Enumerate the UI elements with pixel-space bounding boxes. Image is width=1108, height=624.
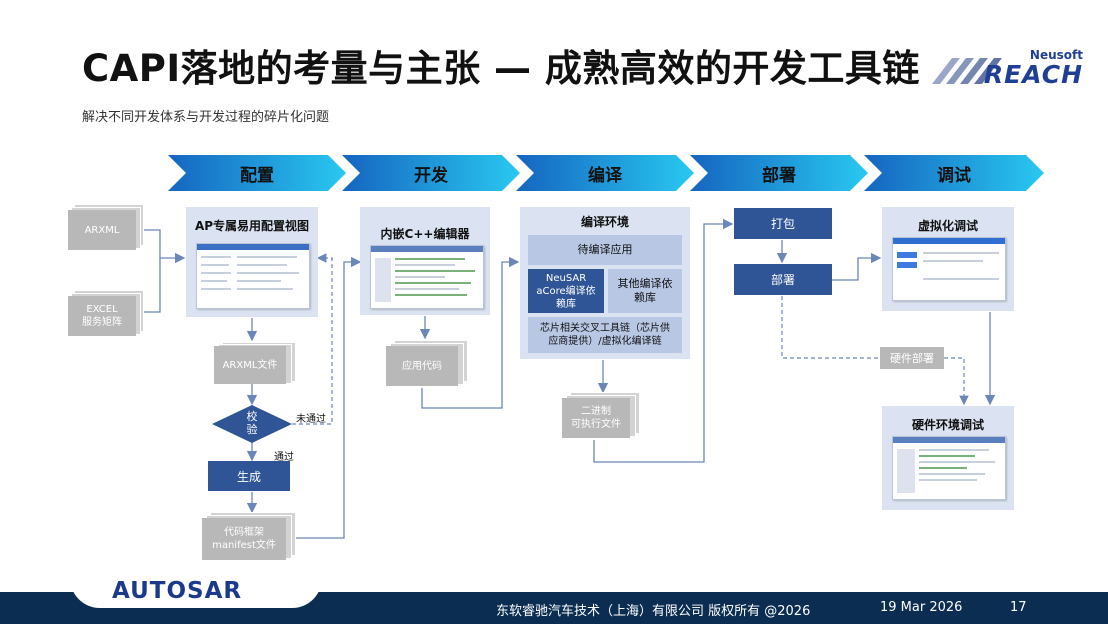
stage-chevron-4: [690, 155, 868, 191]
logo-neusoft-text: Neusoft: [1029, 48, 1083, 62]
stage-chevron-3: [516, 155, 694, 191]
logo-stripes-icon: [932, 58, 1002, 84]
deploy-box: 部署: [734, 264, 832, 295]
toolchain-box: 芯片相关交叉工具链（芯片供 应商提供）/虚拟化编译链: [528, 317, 682, 353]
package-box: 打包: [734, 208, 832, 239]
footer-date: 19 Mar 2026: [880, 600, 963, 615]
config-view-panel: AP专属易用配置视图: [186, 207, 318, 317]
neusoft-reach-logo: Neusoft REACH: [922, 48, 1087, 89]
stage-label-debug: 调试: [937, 165, 971, 186]
excel-input-doc: EXCEL 服务矩阵: [68, 290, 144, 338]
compile-env-panel: 编译环境 待编译应用 NeuSAR aCore编译依 赖库 其他编译依 赖库 芯…: [520, 207, 690, 359]
page-title: CAPI落地的考量与主张 — 成熟高效的开发工具链: [82, 47, 920, 90]
stage-label-develop: 开发: [414, 165, 448, 186]
virtual-debug-title: 虚拟化调试: [917, 219, 978, 233]
cpp-editor-title: 内嵌C++编辑器: [380, 227, 470, 241]
arxml-input-label: ARXML: [68, 210, 136, 250]
flow-connectors: [140, 218, 996, 539]
fail-label: 未通过: [296, 414, 326, 425]
stage-label-config: 配置: [240, 165, 274, 186]
logo-reach-text: REACH: [983, 60, 1083, 89]
check-label: 校 验: [246, 410, 258, 436]
stage-label-deploy: 部署: [762, 165, 796, 186]
pass-label: 通过: [274, 452, 294, 463]
excel-input-label: EXCEL 服务矩阵: [68, 296, 136, 336]
compile-env-title: 编译环境: [580, 215, 629, 229]
stage-label-compile: 编译: [588, 165, 622, 186]
config-view-screenshot: [196, 243, 310, 309]
virtual-debug-screenshot: [892, 237, 1006, 301]
generate-box: 生成: [208, 461, 290, 491]
footer-copyright: 东软睿驰汽车技术（上海）有限公司 版权所有 @2026: [496, 604, 811, 619]
hardware-debug-panel: 硬件环境调试: [882, 406, 1014, 510]
config-view-title: AP专属易用配置视图: [194, 219, 310, 233]
binary-label: 二进制 可执行文件: [562, 398, 630, 438]
other-lib-box: 其他编译依 赖库: [608, 269, 682, 313]
app-code-label: 应用代码: [386, 346, 458, 386]
stage-chevron-5: [864, 155, 1044, 191]
app-code-doc: 应用代码: [386, 340, 468, 388]
pending-app-box: 待编译应用: [528, 235, 682, 265]
stage-chevron-1: [168, 155, 346, 191]
framework-files-doc: 代码框架 manifest文件: [202, 512, 296, 562]
stage-chevrons: [168, 155, 1044, 191]
arxml-input-doc: ARXML: [68, 204, 144, 252]
hardware-debug-screenshot: [892, 436, 1006, 500]
autosar-logo-text: AUTOSAR: [112, 578, 243, 604]
autosar-logo: AUTOSAR: [70, 572, 322, 608]
page-subtitle: 解决不同开发体系与开发过程的碎片化问题: [82, 110, 330, 125]
arxml-file-label: ARXML文件: [214, 346, 286, 384]
cpp-editor-panel: 内嵌C++编辑器: [360, 207, 490, 315]
stage-chevron-2: [342, 155, 520, 191]
check-diamond: [212, 405, 292, 443]
cpp-editor-screenshot: [370, 245, 484, 309]
virtual-debug-panel: 虚拟化调试: [882, 207, 1014, 311]
hw-deploy-box: 硬件部署: [880, 347, 944, 369]
binary-doc: 二进制 可执行文件: [562, 392, 640, 440]
neusar-lib-box: NeuSAR aCore编译依 赖库: [528, 269, 604, 313]
hardware-debug-title: 硬件环境调试: [911, 418, 984, 432]
framework-files-label: 代码框架 manifest文件: [202, 518, 286, 560]
arxml-file-doc: ARXML文件: [214, 342, 296, 386]
footer-page-number: 17: [1010, 600, 1027, 615]
